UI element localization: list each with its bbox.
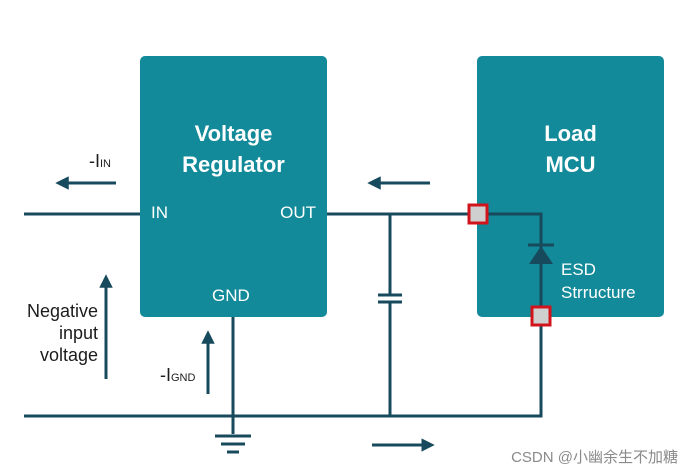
pin-gnd-label: GND [212,286,250,305]
neg-voltage-line3: voltage [39,345,98,365]
i-in-subscript: IN [100,158,111,170]
neg-voltage-line1: Negative [26,301,98,321]
voltage-regulator-block: Voltage Regulator IN OUT GND [140,56,327,317]
i-in-label: -IIN [89,150,111,175]
i-in-prefix: -I [89,151,100,171]
node-esd-square [530,305,552,327]
ground-symbol [215,434,251,454]
load-title-line2: MCU [545,152,596,177]
pin-in-label: IN [151,203,168,222]
load-mcu-block: Load MCU ESD Strructure [477,56,664,317]
pin-out-label: OUT [280,203,316,222]
regulator-title-line1: Voltage [194,121,273,146]
i-gnd-label: -IGND [160,364,195,389]
esd-path-wire [478,212,543,316]
load-title-line1: Load [544,121,597,146]
esd-diode-symbol [528,243,554,264]
i-gnd-prefix: -I [160,365,171,385]
esd-label-line1: ESD [561,260,596,279]
esd-label-line2: Strructure [561,283,636,302]
ground-return-wire [24,316,543,418]
watermark: CSDN @小幽余生不加糖 [511,449,678,466]
i-gnd-subscript: GND [171,372,196,384]
node-out-square [467,203,489,225]
regulator-title-line2: Regulator [182,152,285,177]
negative-input-voltage-label: Negative input voltage [18,300,98,366]
capacitor-symbol [378,293,402,304]
neg-voltage-line2: input [58,323,98,343]
